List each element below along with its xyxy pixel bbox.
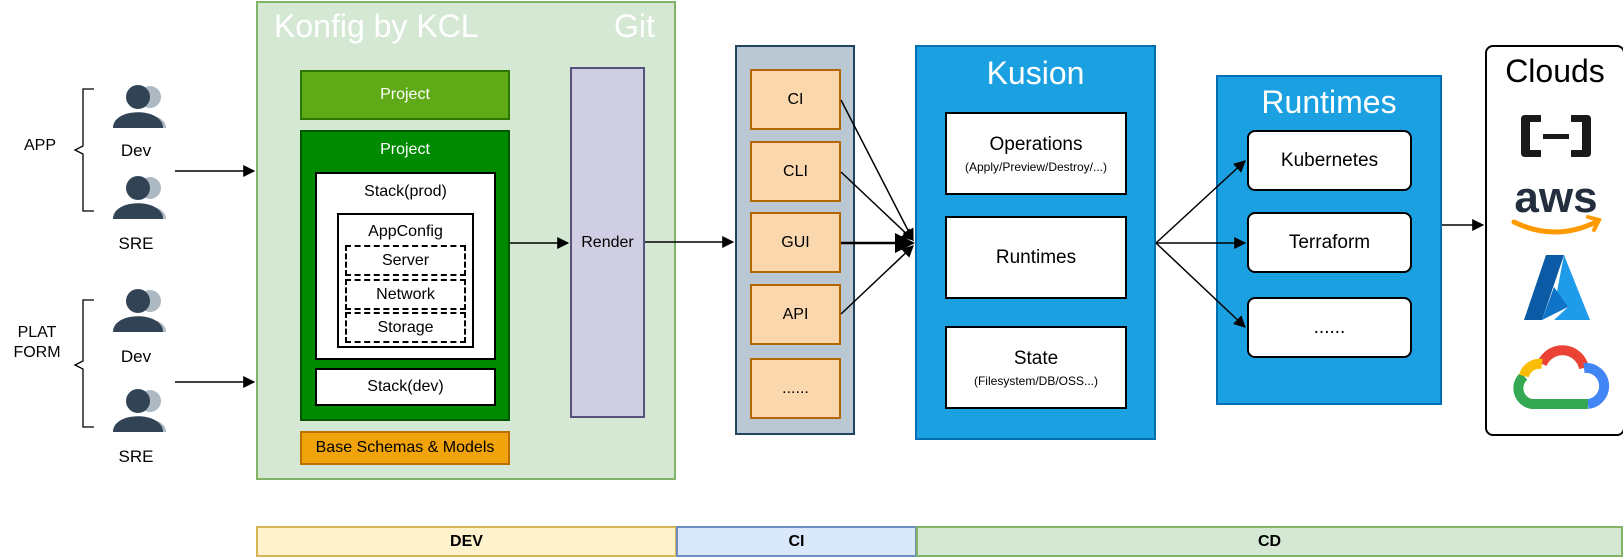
aws-logo: aws [1511, 173, 1602, 235]
ci-item-cli: CLI [750, 141, 841, 202]
clouds-title: Clouds [1505, 53, 1605, 89]
appconfig-label: AppConfig [368, 223, 443, 240]
person-icon [113, 85, 166, 128]
svg-text:aws: aws [1514, 173, 1597, 222]
phase-dev: DEV [256, 526, 677, 557]
ci-item-more: ...... [750, 358, 841, 419]
project-box-top: Project [300, 70, 510, 120]
state-label: State [1013, 347, 1059, 369]
runtime-terraform: Terraform [1247, 212, 1412, 273]
person-icon [113, 389, 166, 432]
azure-logo [1524, 255, 1590, 320]
operations-label: Operations [989, 133, 1083, 155]
project-main-label: Project [380, 141, 430, 158]
server-component: Server [345, 245, 466, 276]
phase-ci: CI [676, 526, 917, 557]
ci-item-ci: CI [750, 69, 841, 130]
state-box: State (Filesystem/DB/OSS...) [945, 326, 1127, 409]
ci-item-gui: GUI [750, 212, 841, 273]
operations-sub-label: (Apply/Preview/Destroy/...) [964, 159, 1108, 174]
alibaba-cloud-logo [1521, 115, 1591, 157]
kusion-title: Kusion [986, 55, 1085, 91]
kusion-runtimes-box: Runtimes [945, 216, 1127, 299]
render-box: Render [570, 67, 645, 418]
operations-box: Operations (Apply/Preview/Destroy/...) [945, 112, 1127, 195]
app-sre-label: SRE [118, 234, 154, 253]
stack-dev-box: Stack(dev) [315, 368, 496, 406]
stack-prod-label: Stack(prod) [364, 183, 447, 200]
runtimes-title: Runtimes [1261, 84, 1397, 120]
app-dev-label: Dev [120, 141, 152, 160]
platform-sre-label: SRE [118, 447, 154, 466]
runtime-kubernetes: Kubernetes [1247, 130, 1412, 191]
runtime-more: ...... [1247, 297, 1412, 358]
arrow-api-to-kusion [840, 245, 914, 315]
base-schemas-box: Base Schemas & Models [300, 431, 510, 465]
platform-group-label: PLAT FORM [13, 324, 61, 361]
network-component: Network [345, 279, 466, 310]
person-icon [113, 176, 166, 219]
app-group-label: APP [23, 137, 56, 154]
google-cloud-logo [1513, 345, 1610, 409]
platform-bracket [73, 299, 94, 428]
arrow-kusion-to-more [1155, 242, 1246, 328]
ci-item-api: API [750, 284, 841, 345]
person-icon [113, 289, 166, 332]
konfig-title: Konfig by KCL [274, 8, 479, 44]
platform-dev-label: Dev [120, 347, 152, 366]
kusion-runtimes-label: Runtimes [995, 246, 1077, 268]
git-label: Git [614, 8, 655, 44]
phase-cd: CD [916, 526, 1623, 557]
arrow-ci-to-kusion [840, 99, 914, 242]
arrow-kusion-to-kubernetes [1155, 160, 1246, 244]
arrow-cli-to-kusion [840, 171, 914, 241]
app-bracket [73, 88, 94, 212]
state-sub-label: (Filesystem/DB/OSS...) [973, 373, 1098, 388]
storage-component: Storage [345, 312, 466, 343]
